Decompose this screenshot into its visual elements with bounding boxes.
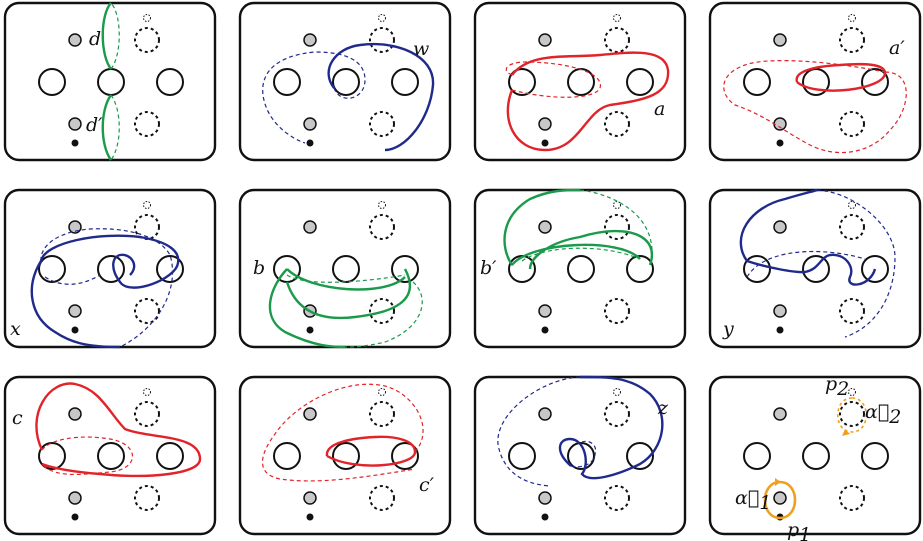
panel-points: α⃗1 α⃗2 p1 p2 — [708, 373, 922, 541]
curve-y — [739, 188, 877, 286]
label-p2: p2 — [825, 373, 849, 400]
label-w: w — [413, 38, 429, 60]
label-y: y — [722, 318, 734, 340]
curve-y-back — [746, 189, 896, 338]
panel-bprime: b′ — [473, 188, 687, 349]
curve-dprime — [101, 94, 113, 161]
curve-x — [39, 234, 180, 289]
panel-c: c — [3, 375, 217, 536]
label-alpha2: α⃗2 — [865, 401, 901, 428]
curve-bprime — [503, 188, 653, 270]
curve-cprime — [325, 435, 417, 467]
label-alpha1: α⃗1 — [735, 487, 771, 514]
arrow-alpha1 — [775, 478, 781, 486]
panel-z: z — [473, 375, 687, 536]
curve-bprime-back — [521, 189, 653, 262]
curve-x-outer — [30, 260, 121, 349]
label-b: b — [253, 257, 265, 279]
curve-c-back — [41, 436, 134, 476]
label-a: a — [654, 98, 665, 120]
label-cprime: c′ — [419, 474, 435, 496]
label-z: z — [657, 397, 669, 419]
curve-d-back — [110, 2, 120, 70]
loop-alpha2 — [837, 397, 867, 433]
panel-d-dprime: d d′ — [3, 1, 217, 162]
curve-cprime-back — [262, 383, 424, 482]
curve-b-back — [286, 274, 423, 348]
curve-z-back — [497, 376, 597, 487]
panel-a: a — [473, 1, 687, 162]
curve-d — [101, 2, 113, 70]
curve-z — [558, 375, 664, 480]
label-x: x — [10, 318, 21, 340]
label-p1: p1 — [787, 519, 811, 541]
curve-w — [327, 42, 435, 152]
panel-b: b — [238, 188, 452, 349]
curve-aprime — [795, 62, 887, 92]
curve-w-back — [262, 51, 366, 144]
label-dprime: d′ — [86, 114, 103, 136]
panel-cprime: c′ — [238, 375, 452, 536]
curve-a-back — [505, 61, 601, 98]
curve-a — [506, 51, 670, 152]
arrow-alpha2 — [842, 429, 850, 436]
label-d: d — [89, 28, 101, 50]
panel-x: x — [3, 188, 217, 349]
panel-y: y — [708, 188, 922, 349]
panel-aprime: a′ — [708, 1, 922, 162]
panel-w: w — [238, 1, 452, 162]
curve-b — [268, 268, 411, 349]
curve-x-back — [40, 228, 174, 348]
label-c: c — [12, 407, 23, 429]
label-aprime: a′ — [889, 37, 905, 59]
curve-c — [35, 382, 202, 478]
label-bprime: b′ — [480, 257, 497, 279]
